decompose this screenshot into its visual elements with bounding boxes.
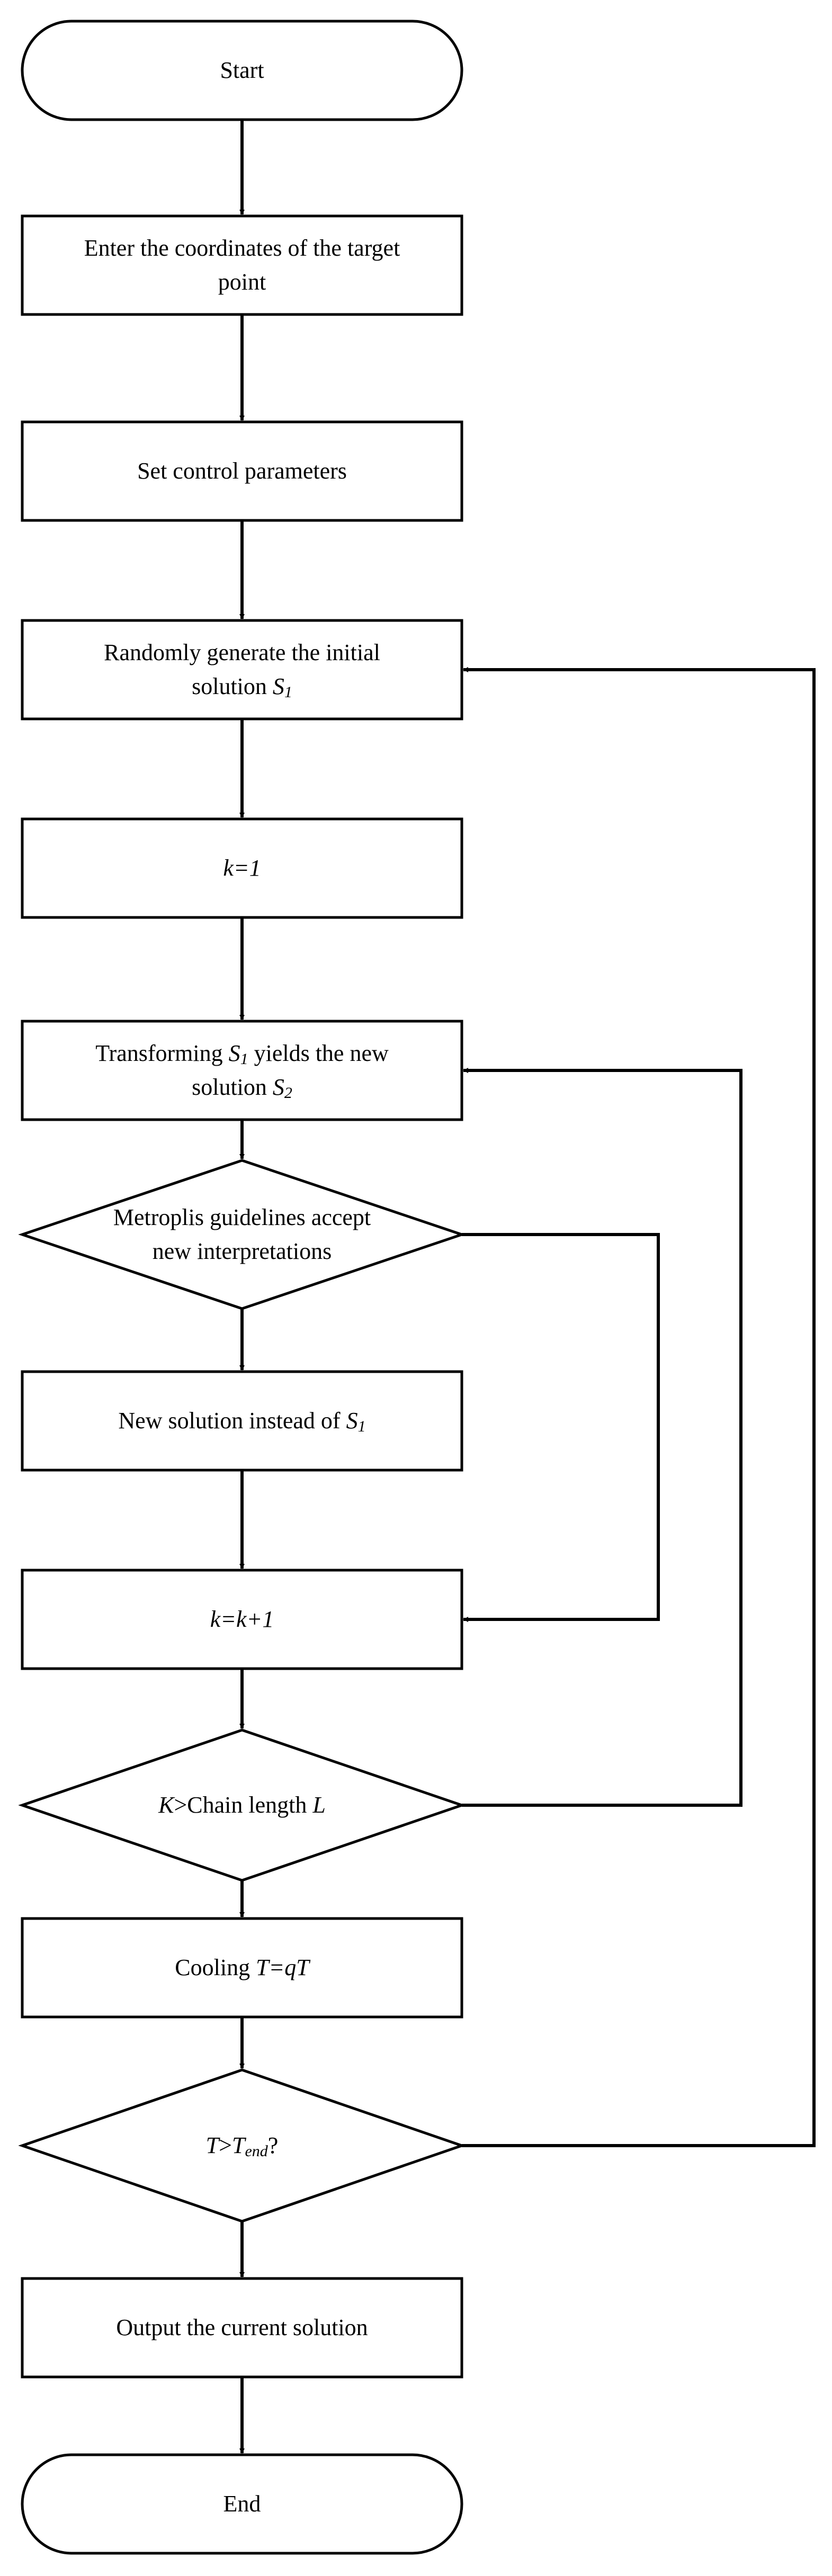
enter-coordinates-label: Enter the coordinates of the target poin… bbox=[84, 235, 400, 295]
metropolis-label: Metroplis guidelines accept new interpre… bbox=[113, 1204, 371, 1264]
temperature-label: T>Tend? bbox=[205, 2132, 279, 2160]
arrow-metropolis-reject-to-increment bbox=[462, 1233, 660, 1622]
arrow-temp-loop-to-init bbox=[462, 667, 816, 2147]
transform-label: Transforming S1 yields the new solution … bbox=[95, 1040, 389, 1102]
set-parameters-label: Set control parameters bbox=[137, 458, 347, 484]
k-init-label: k=1 bbox=[223, 855, 261, 881]
start-label: Start bbox=[220, 57, 264, 83]
chain-length-label: K>Chain length L bbox=[158, 1792, 326, 1818]
end-terminal bbox=[21, 2453, 463, 2555]
cooling-label: Cooling T=qT bbox=[175, 1954, 309, 1980]
init-solution-label: Randomly generate the initial solution S… bbox=[104, 640, 380, 701]
output-label: Output the current solution bbox=[116, 2314, 368, 2340]
replace-solution-label: New solution instead of S1 bbox=[118, 1408, 366, 1435]
arrow-chain-loop-to-transform bbox=[462, 1068, 742, 1807]
k-increment-label: k=k+1 bbox=[210, 1606, 274, 1632]
end-label: End bbox=[223, 2491, 261, 2517]
